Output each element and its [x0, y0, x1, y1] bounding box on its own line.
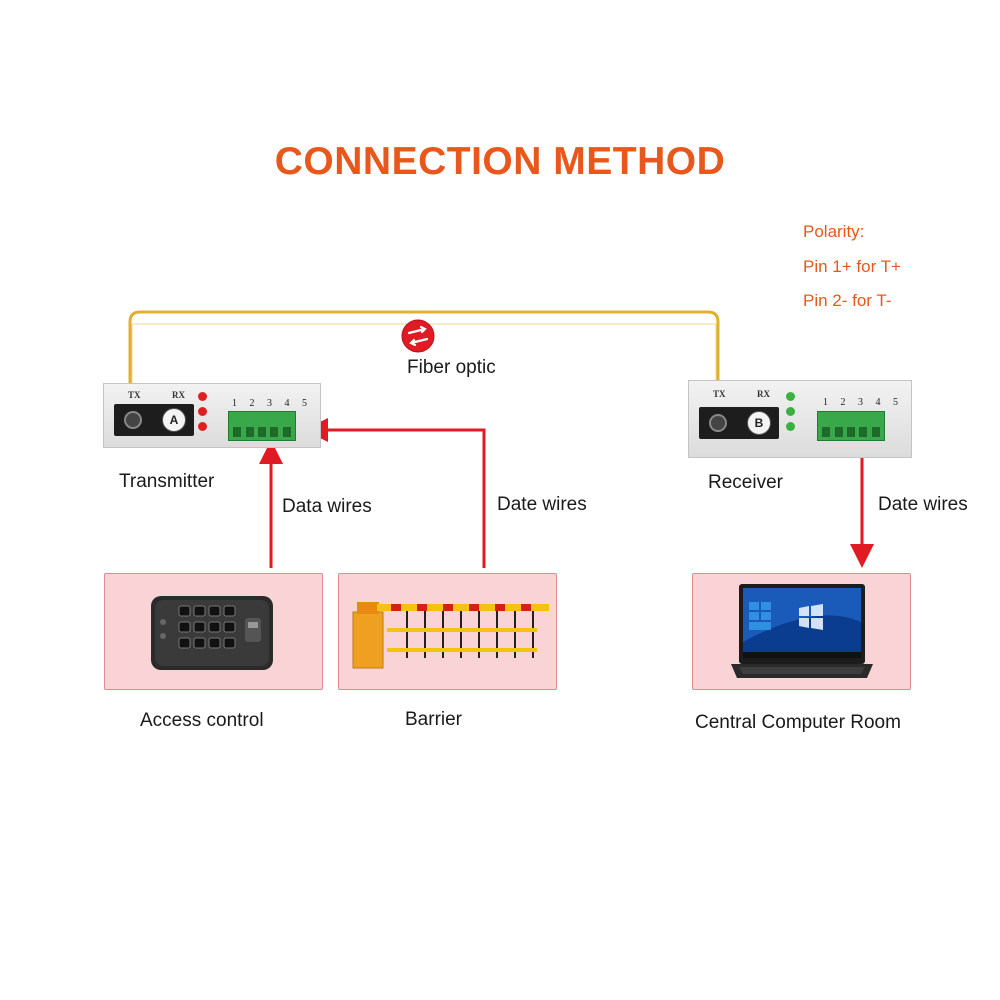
- transmitter-badge: A: [162, 408, 186, 432]
- receiver-terminal-block: [817, 411, 885, 441]
- transmitter-unit: TX RX A 1 2 3 4 5: [103, 383, 321, 448]
- access-control-box: [104, 573, 323, 690]
- receiver-led-1: [786, 392, 795, 401]
- computer-box: [692, 573, 911, 690]
- transmitter-pin-numbers: 1 2 3 4 5: [232, 398, 312, 409]
- transmitter-led-1: [198, 392, 207, 401]
- access-wire-label: Data wires: [282, 496, 372, 517]
- receiver-led-2: [786, 407, 795, 416]
- transmitter-rx-label: RX: [172, 390, 185, 400]
- transmitter-terminal-block: [228, 411, 296, 441]
- receiver-fiber-port: B: [699, 407, 779, 439]
- polarity-line-2: Pin 2- for T-: [803, 291, 892, 310]
- transmitter-led-3: [198, 422, 207, 431]
- fiber-optic-icon: [401, 319, 435, 353]
- diagram-title: CONNECTION METHOD: [274, 140, 726, 183]
- barrier-gate-icon: [352, 602, 549, 669]
- polarity-line-1: Pin 1+ for T+: [803, 257, 901, 276]
- transmitter-label: Transmitter: [119, 471, 215, 492]
- laptop-icon: [731, 584, 873, 678]
- transmitter-port-hole: [124, 411, 142, 429]
- access-control-label: Access control: [140, 710, 264, 731]
- receiver-unit: TX RX B 1 2 3 4 5: [688, 380, 912, 458]
- keypad-icon: [151, 596, 273, 670]
- fiber-optic-cable: [128, 310, 720, 398]
- barrier-label: Barrier: [405, 709, 463, 730]
- receiver-rx-label: RX: [757, 389, 770, 399]
- transmitter-fiber-port: A: [114, 404, 194, 436]
- receiver-port-hole: [709, 414, 727, 432]
- computer-wire-label: Date wires: [878, 494, 968, 515]
- barrier-wire-label: Date wires: [497, 494, 587, 515]
- polarity-heading: Polarity:: [803, 222, 865, 241]
- transmitter-led-2: [198, 407, 207, 416]
- transmitter-tx-label: TX: [128, 390, 141, 400]
- barrier-box: [338, 573, 557, 690]
- computer-label: Central Computer Room: [695, 712, 901, 733]
- data-wire-barrier: [304, 418, 486, 568]
- receiver-label: Receiver: [708, 472, 783, 493]
- fiber-optic-label: Fiber optic: [407, 357, 496, 378]
- receiver-tx-label: TX: [713, 389, 726, 399]
- receiver-pin-numbers: 1 2 3 4 5: [823, 397, 903, 408]
- receiver-led-3: [786, 422, 795, 431]
- receiver-badge: B: [747, 411, 771, 435]
